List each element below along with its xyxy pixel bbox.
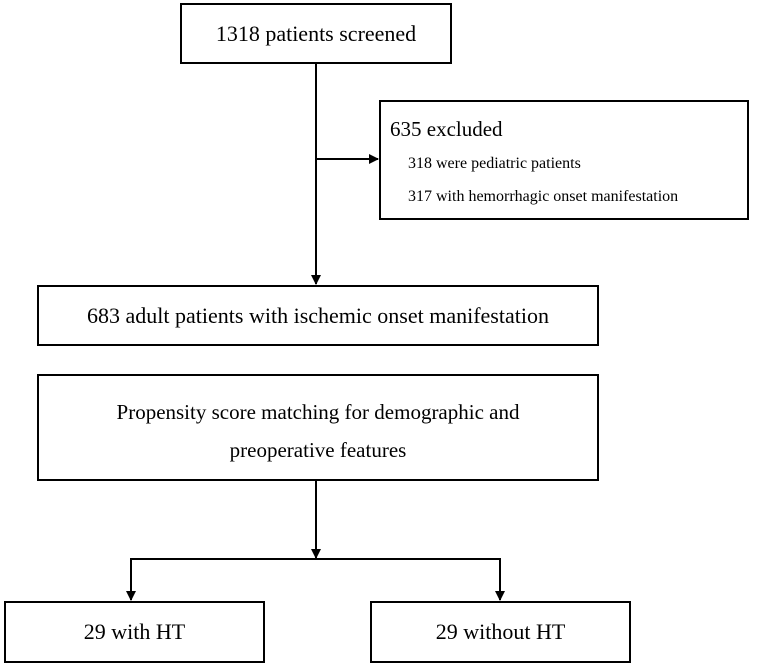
without-ht-label: 29 without HT xyxy=(435,619,566,644)
adult-patients-label: 683 adult patients with ischemic onset m… xyxy=(87,302,549,328)
with-ht-box: 29 with HT xyxy=(4,601,265,663)
with-ht-label: 29 with HT xyxy=(83,619,186,644)
excluded-title: 635 excluded xyxy=(390,117,503,141)
excluded-item-pediatric: 318 were pediatric patients xyxy=(408,155,581,172)
screened-label: 1318 patients screened xyxy=(215,20,417,46)
matching-label-line-1: Propensity score matching for demographi… xyxy=(116,400,520,424)
excluded-item-hemorrhagic: 317 with hemorrhagic onset manifestation xyxy=(408,188,679,205)
without-ht-box: 29 without HT xyxy=(370,601,631,663)
matching-box: Propensity score matching for demographi… xyxy=(37,374,599,481)
split-connector xyxy=(130,558,501,600)
matching-label-line-2: preoperative features xyxy=(229,438,407,462)
adult-patients-box: 683 adult patients with ischemic onset m… xyxy=(37,285,599,346)
excluded-box: 635 excluded 318 were pediatric patients… xyxy=(379,100,749,220)
screened-box: 1318 patients screened xyxy=(180,3,452,64)
